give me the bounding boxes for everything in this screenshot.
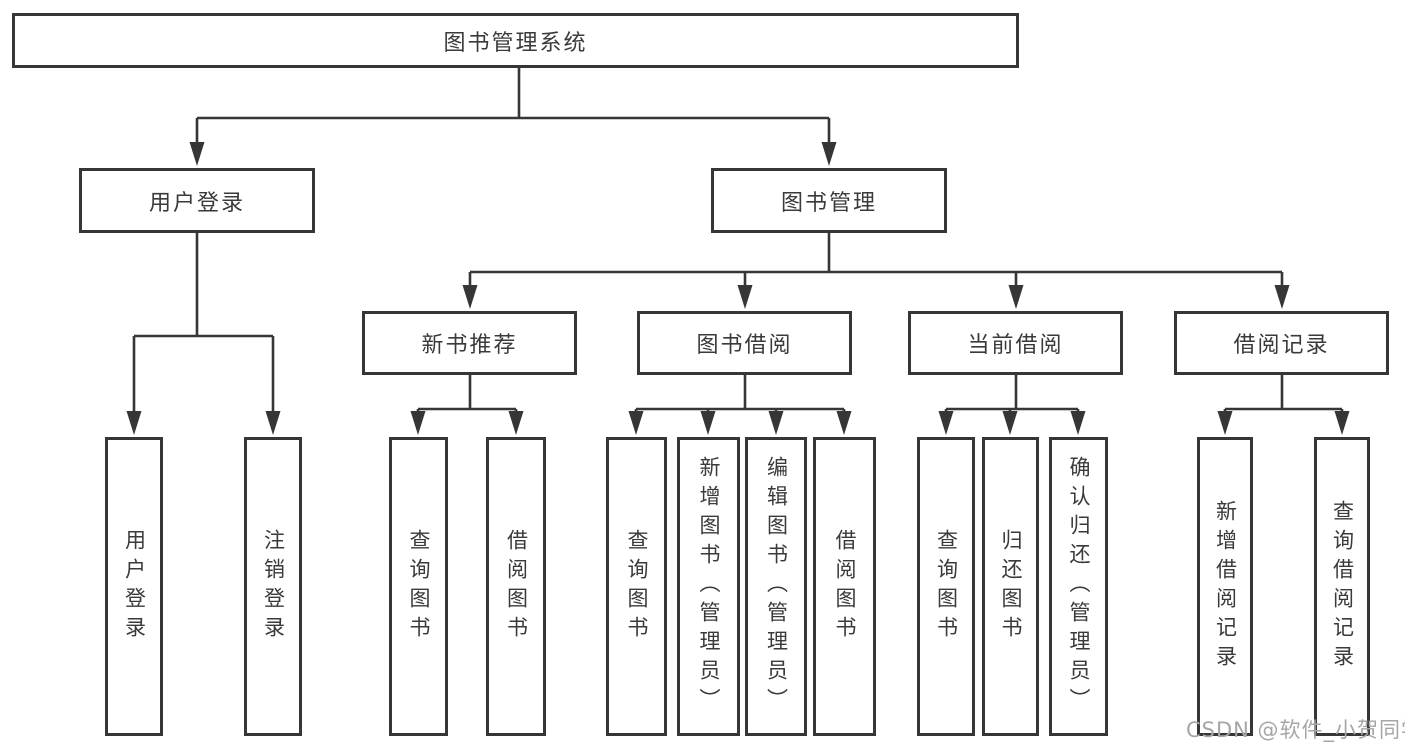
node-label: 编辑图书（管理员） [764, 456, 789, 717]
node-label: 归还图书 [999, 528, 1023, 645]
node-label: 当前借阅 [967, 333, 1064, 358]
leaf-user-login: 用户登录 [105, 437, 163, 736]
leaf-edit-books-admin: 编辑图书（管理员） [745, 437, 807, 736]
node-label: 图书管理 [780, 190, 877, 216]
node-book-management: 图书管理 [711, 168, 947, 233]
leaf-logout: 注销登录 [244, 437, 302, 736]
node-current-borrowing: 当前借阅 [908, 311, 1123, 375]
node-label: 注销登录 [261, 528, 286, 645]
leaf-add-borrow-record: 新增借阅记录 [1197, 437, 1253, 736]
leaf-query-books-current: 查询图书 [917, 437, 975, 736]
leaf-borrow-books: 借阅图书 [813, 437, 876, 736]
node-borrowing-records: 借阅记录 [1174, 311, 1389, 375]
node-label: 图书借阅 [696, 333, 793, 358]
leaf-return-books: 归还图书 [982, 437, 1039, 736]
leaf-query-books-recommend: 查询图书 [389, 437, 448, 736]
node-book-borrowing: 图书借阅 [637, 311, 852, 375]
node-new-book-recommendation: 新书推荐 [362, 311, 577, 375]
node-label: 查询借阅记录 [1330, 499, 1355, 674]
node-label: 查询图书 [934, 528, 959, 645]
node-label: 借阅图书 [833, 528, 857, 645]
node-label: 新增借阅记录 [1213, 499, 1238, 674]
node-label: 借阅图书 [504, 528, 529, 645]
node-label: 图书管理系统 [443, 30, 588, 56]
node-label: 用户登录 [122, 528, 147, 645]
leaf-add-books-admin: 新增图书（管理员） [677, 437, 740, 736]
node-label: 查询图书 [625, 528, 649, 645]
leaf-confirm-return-admin: 确认归还（管理员） [1049, 437, 1108, 736]
node-label: 查询图书 [407, 528, 431, 645]
node-label: 借阅记录 [1233, 333, 1330, 358]
leaf-query-borrow-record: 查询借阅记录 [1314, 437, 1370, 736]
node-user-login: 用户登录 [79, 168, 315, 233]
csdn-watermark: CSDN @软件_小贺同学 [1186, 718, 1405, 742]
node-label: 确认归还（管理员） [1067, 456, 1091, 717]
node-label: 新增图书（管理员） [697, 456, 721, 717]
node-label: 用户登录 [148, 190, 245, 216]
node-label: 新书推荐 [421, 333, 518, 358]
node-library-management-system: 图书管理系统 [12, 13, 1019, 68]
leaf-borrow-books-recommend: 借阅图书 [486, 437, 546, 736]
leaf-query-books-borrow: 查询图书 [606, 437, 667, 736]
